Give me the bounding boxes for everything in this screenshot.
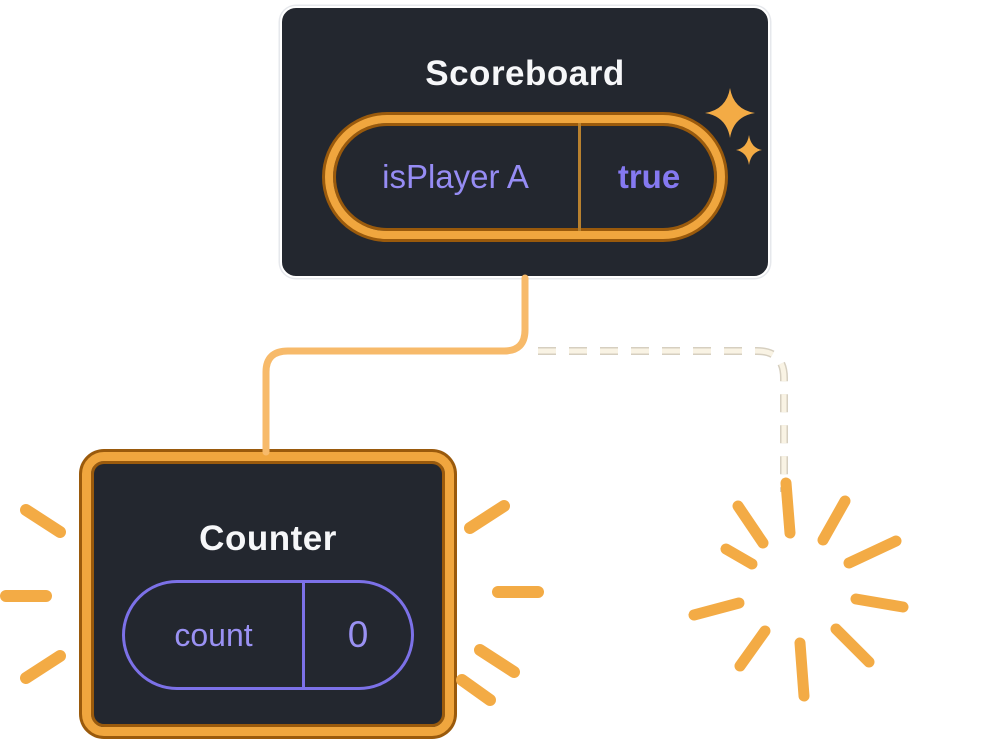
state-pill-divider	[302, 583, 305, 687]
counter-state-value: 0	[347, 614, 369, 655]
solid-connector-line	[262, 274, 529, 456]
counter-title: Counter	[199, 519, 337, 558]
dashed-connector-outline	[538, 347, 788, 492]
dashed-connector-line	[538, 348, 787, 492]
counter-component-card: Counter count 0	[82, 452, 454, 736]
counter-state-key: count	[174, 616, 253, 653]
scoreboard-component-card: Scoreboard isPlayer A true	[280, 6, 770, 278]
counter-state-pill: count 0	[122, 580, 414, 690]
scoreboard-state-pill: isPlayer A true	[325, 115, 725, 239]
scoreboard-state-value: true	[617, 158, 681, 195]
scoreboard-title: Scoreboard	[425, 54, 625, 93]
scoreboard-state-key: isPlayer A	[382, 158, 529, 195]
state-pill-divider	[578, 123, 581, 231]
burst-icon	[688, 477, 909, 702]
